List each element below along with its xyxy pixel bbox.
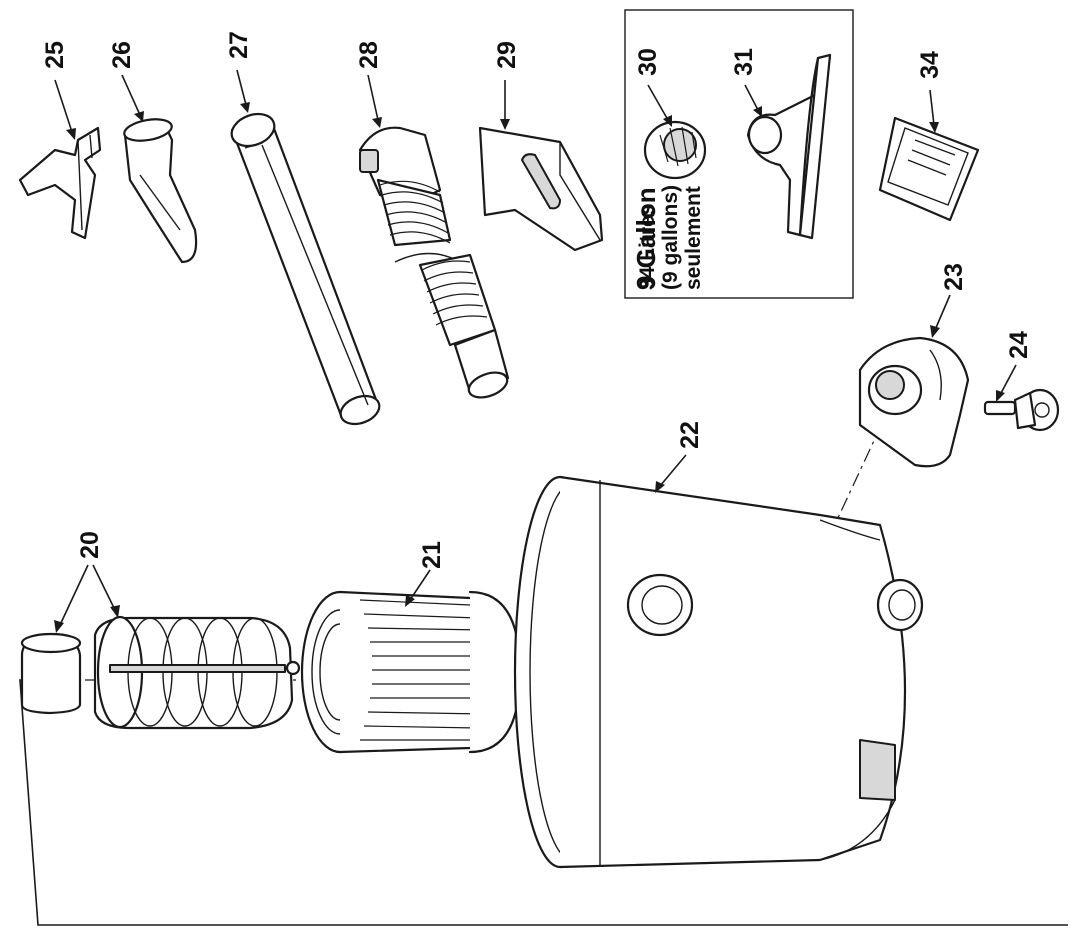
inset-note-line3: seulement xyxy=(682,186,705,290)
part-26-angled-nozzle xyxy=(123,118,198,264)
part-29-utility-nozzle xyxy=(478,126,604,252)
label-22: 22 xyxy=(676,421,704,449)
part-27-extension-wand xyxy=(230,112,381,426)
label-23: 23 xyxy=(940,263,968,291)
inset-note: 9 Gallon 34 Litres (9 gallons) seulement xyxy=(631,185,705,290)
label-29: 29 xyxy=(493,41,521,69)
inset-box-9-gallon xyxy=(624,9,854,299)
inset-border xyxy=(624,9,854,299)
inset-note-title: 9 Gallon xyxy=(631,187,661,290)
label-24: 24 xyxy=(1005,331,1033,359)
part-24-caster-wheel xyxy=(983,388,1060,432)
label-28: 28 xyxy=(355,41,383,69)
part-30-filter-nut xyxy=(643,120,707,180)
label-31: 31 xyxy=(730,48,758,76)
callout-labels: 20 21 22 23 24 25 26 27 28 29 30 31 34 xyxy=(41,31,1033,569)
label-26: 26 xyxy=(108,41,136,69)
part-23-caster-housing xyxy=(858,336,970,468)
part-25-nozzle xyxy=(18,126,102,240)
label-34: 34 xyxy=(916,51,944,79)
part-20-filter-cage xyxy=(20,615,301,730)
inset-note-line2: (9 gallons) xyxy=(659,185,682,290)
part-28-hose xyxy=(358,126,510,399)
part-21-cartridge-filter xyxy=(300,590,522,754)
label-30: 30 xyxy=(634,48,662,76)
callout-leaders xyxy=(54,69,1017,633)
part-31-floor-tool xyxy=(746,53,832,240)
inset-note-line1: 34 Litres xyxy=(636,204,659,290)
label-27: 27 xyxy=(225,31,253,59)
label-21: 21 xyxy=(418,541,446,569)
label-25: 25 xyxy=(41,41,69,69)
label-20: 20 xyxy=(76,531,104,559)
part-34-manual xyxy=(878,116,980,222)
part-22-drum xyxy=(513,475,924,869)
